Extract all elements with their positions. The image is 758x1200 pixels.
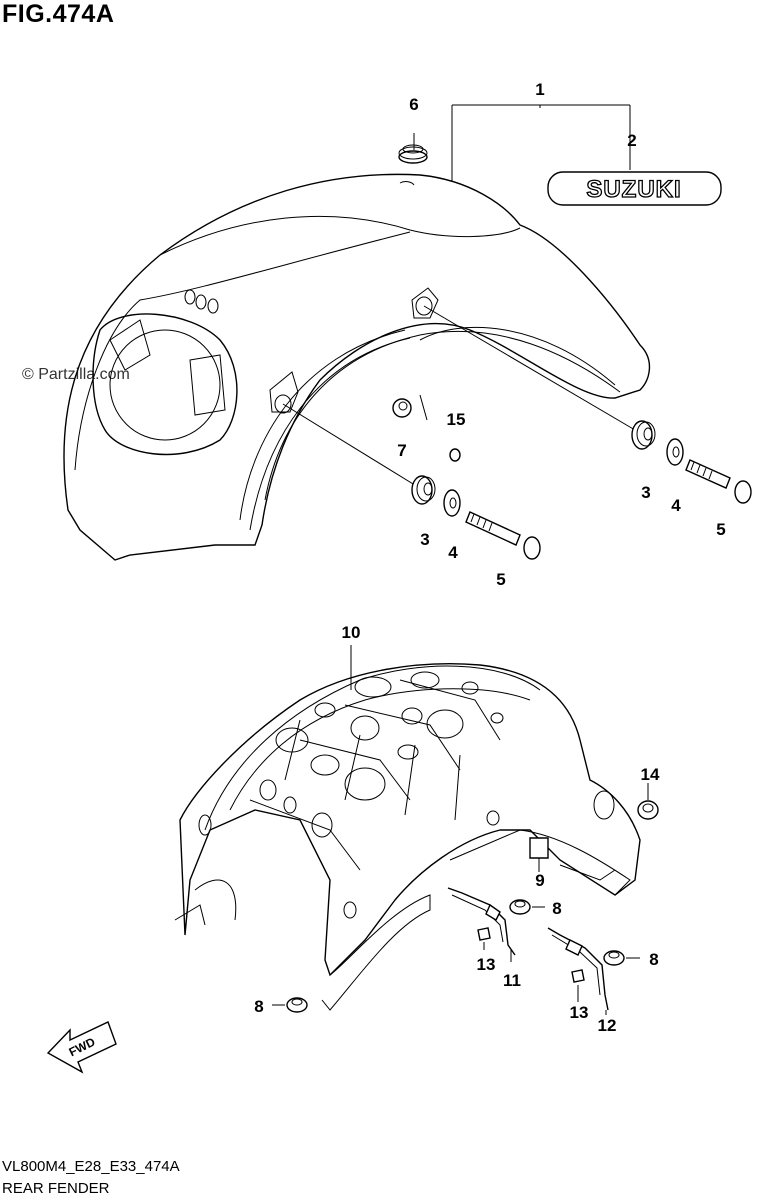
callout-7: 7 [397,441,406,460]
part-4-washer-right[interactable] [666,438,684,466]
part-13-clamp-a[interactable] [477,927,491,941]
part-13-clamp-b[interactable] [571,969,585,983]
inner-rear-fender[interactable] [174,663,641,1011]
part-8-grommet-a[interactable] [509,899,531,915]
part-6-cushion[interactable] [398,144,428,164]
fwd-arrow-icon: FWD [46,1021,117,1074]
part-9-label[interactable] [529,837,549,859]
callout-10: 10 [342,623,361,642]
callout-5-left: 5 [496,570,505,589]
part-7-cushion[interactable] [392,398,412,418]
callout-13-b: 13 [570,1003,589,1022]
part-5-bolt-right[interactable] [685,459,752,504]
part-8-grommet-c[interactable] [286,997,308,1013]
callout-4-left: 4 [448,543,458,562]
part-5-bolt-left[interactable] [465,511,541,560]
callout-5-right: 5 [716,520,725,539]
callout-13-a: 13 [477,955,496,974]
callout-6: 6 [409,95,418,114]
part-11-wire[interactable] [447,887,516,956]
callout-14: 14 [641,765,660,784]
part-12-wire[interactable] [547,927,609,1011]
callout-8-c: 8 [254,997,263,1016]
part-3-cushion-left[interactable] [411,475,436,505]
rear-fender[interactable] [63,173,651,561]
callout-3-right: 3 [641,483,650,502]
callout-11: 11 [503,971,521,990]
figure-title: FIG.474A [2,0,115,28]
callout-8-a: 8 [552,899,561,918]
callout-8-b: 8 [649,950,658,969]
callout-15: 15 [447,410,466,429]
part-2-emblem[interactable]: SUZUKI [547,171,722,206]
footer-code: VL800M4_E28_E33_474A [2,1158,180,1175]
callout-1: 1 [535,80,544,99]
part-4-washer-left[interactable] [443,489,461,517]
callout-12: 12 [598,1016,617,1035]
footer-name: REAR FENDER [2,1180,110,1197]
callout-9: 9 [535,871,544,890]
part-14-nut[interactable] [637,800,659,820]
callout-3-left: 3 [420,530,429,549]
part-3-cushion-right[interactable] [631,420,656,450]
callout-2: 2 [627,131,636,150]
callout-4-right: 4 [671,496,681,515]
svg-text:SUZUKI: SUZUKI [586,176,681,203]
part-8-grommet-b[interactable] [603,950,625,966]
part-15-clip[interactable] [449,448,461,462]
